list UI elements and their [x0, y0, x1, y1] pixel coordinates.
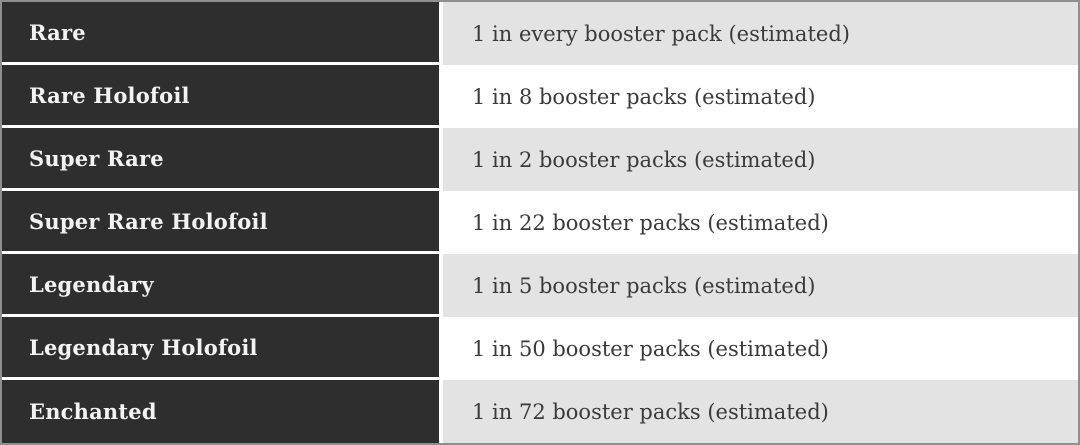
- rate-value: 1 in 50 booster packs (estimated): [472, 336, 829, 361]
- rarity-label: Legendary: [29, 271, 154, 297]
- rarity-label: Legendary Holofoil: [29, 334, 258, 360]
- rarity-cell: Super Rare: [2, 128, 443, 191]
- rarity-cell: Legendary Holofoil: [2, 317, 443, 380]
- rarity-cell: Super Rare Holofoil: [2, 191, 443, 254]
- rarity-cell: Enchanted: [2, 380, 443, 443]
- rate-value: 1 in 72 booster packs (estimated): [472, 399, 829, 424]
- rate-cell: 1 in 72 booster packs (estimated): [443, 380, 1078, 443]
- rate-value: 1 in 22 booster packs (estimated): [472, 210, 829, 235]
- rate-cell: 1 in 22 booster packs (estimated): [443, 191, 1078, 254]
- rate-cell: 1 in 50 booster packs (estimated): [443, 317, 1078, 380]
- table-row: Super Rare Holofoil 1 in 22 booster pack…: [2, 191, 1078, 254]
- rate-cell: 1 in 2 booster packs (estimated): [443, 128, 1078, 191]
- table-row: Legendary 1 in 5 booster packs (estimate…: [2, 254, 1078, 317]
- rate-cell: 1 in 5 booster packs (estimated): [443, 254, 1078, 317]
- rarity-cell: Rare Holofoil: [2, 65, 443, 128]
- rate-value: 1 in 2 booster packs (estimated): [472, 147, 816, 172]
- rarity-label: Rare: [29, 19, 86, 45]
- rarity-label: Rare Holofoil: [29, 82, 190, 108]
- rate-value: 1 in 8 booster packs (estimated): [472, 84, 816, 109]
- table-row: Enchanted 1 in 72 booster packs (estimat…: [2, 380, 1078, 443]
- rate-value: 1 in every booster pack (estimated): [472, 21, 850, 46]
- rate-value: 1 in 5 booster packs (estimated): [472, 273, 816, 298]
- rate-cell: 1 in 8 booster packs (estimated): [443, 65, 1078, 128]
- rarity-label: Enchanted: [29, 399, 157, 424]
- rarity-label: Super Rare Holofoil: [29, 208, 268, 234]
- table-row: Legendary Holofoil 1 in 50 booster packs…: [2, 317, 1078, 380]
- rarity-cell: Rare: [2, 2, 443, 65]
- table-row: Super Rare 1 in 2 booster packs (estimat…: [2, 128, 1078, 191]
- rarity-cell: Legendary: [2, 254, 443, 317]
- rate-cell: 1 in every booster pack (estimated): [443, 2, 1078, 65]
- table-row: Rare 1 in every booster pack (estimated): [2, 2, 1078, 65]
- table-row: Rare Holofoil 1 in 8 booster packs (esti…: [2, 65, 1078, 128]
- rarity-label: Super Rare: [29, 145, 164, 171]
